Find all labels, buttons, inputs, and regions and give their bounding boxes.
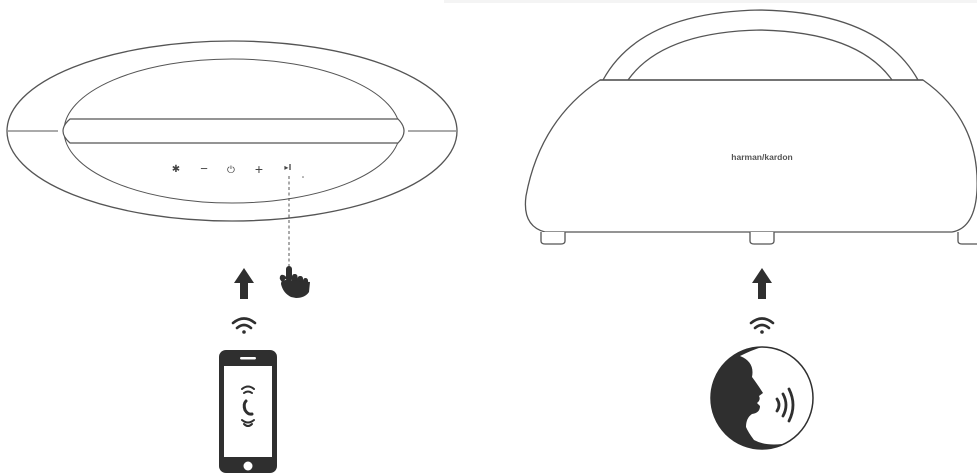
arrow-up-icon: [234, 268, 254, 299]
speaker-handle-outer: [602, 9, 919, 81]
speaker-top-view: [6, 40, 458, 222]
volume-down-icon[interactable]: −: [200, 161, 208, 176]
phone-call-icon: [241, 385, 255, 427]
control-buttons: ✱ − ⏻ + ▸‖: [172, 161, 304, 178]
speaker-handle-bar: [62, 118, 405, 144]
sound-waves-icon: [775, 387, 795, 423]
speaker-foot-right: [957, 232, 977, 245]
speaker-handle-inner: [627, 29, 893, 81]
bluetooth-icon[interactable]: ✱: [172, 164, 180, 175]
speaker-foot-left: [540, 232, 566, 245]
brand-label: harman/kardon: [731, 152, 792, 162]
wifi-signal-icon-right: [749, 317, 775, 334]
speaking-head-icon: [710, 346, 814, 450]
volume-up-icon[interactable]: +: [255, 161, 263, 177]
play-pause-icon[interactable]: ▸‖: [284, 163, 291, 172]
speaker-outer-shell: [6, 40, 458, 222]
indicator-dot: [302, 176, 304, 178]
power-icon[interactable]: ⏻: [227, 165, 235, 176]
wifi-signal-icon: [231, 317, 257, 334]
speaker-front-view: [524, 9, 977, 245]
background-band: [444, 0, 977, 3]
speaker-foot-center: [749, 232, 775, 245]
hand-pointer-icon: [279, 266, 310, 298]
arrow-up-icon-right: [752, 268, 772, 299]
